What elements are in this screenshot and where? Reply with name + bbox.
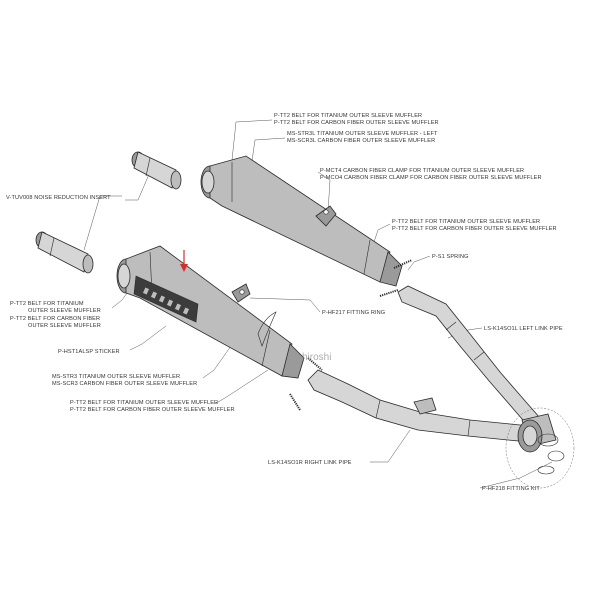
label-tt2-left-1: P-TT2 BELT FOR TITANIUM — [10, 301, 84, 307]
label-ms-scr3l: MS-SCR3L CARBON FIBER OUTER SLEEVE MUFFL… — [287, 138, 435, 144]
label-left-link: LS-K14SO1L LEFT LINK PIPE — [484, 326, 563, 332]
spring-upper — [379, 259, 413, 297]
part-labels: P-TT2 BELT FOR TITANIUM OUTER SLEEVE MUF… — [6, 113, 563, 492]
label-tt2-left-2b: OUTER SLEEVE MUFFLER — [28, 323, 101, 329]
watermark: hiroshi — [302, 352, 331, 363]
label-mco4: P-MCO4 CARBON FIBER CLAMP FOR CARBON FIB… — [320, 175, 542, 181]
label-tt2-bot-2: P-TT2 BELT FOR CARBON FIBER OUTER SLEEVE… — [70, 407, 235, 413]
label-tt2-top-1: P-TT2 BELT FOR TITANIUM OUTER SLEEVE MUF… — [274, 113, 422, 119]
label-mct4: P-MCT4 CARBON FIBER CLAMP FOR TITANIUM O… — [320, 168, 524, 174]
label-hf217: P-HF217 FITTING RING — [322, 310, 385, 316]
noise-insert-upper — [131, 151, 182, 190]
label-right-link: LS-K14SO1R RIGHT LINK PIPE — [268, 460, 352, 466]
sticker-pattern — [142, 287, 190, 315]
fitting-kit — [505, 407, 575, 489]
label-ms-str3: MS-STR3 TITANIUM OUTER SLEEVE MUFFLER — [52, 374, 180, 380]
leader-lines — [83, 119, 553, 489]
label-tt2-left-2: P-TT2 BELT FOR CARBON FIBER — [10, 316, 100, 322]
spring-lower — [289, 357, 323, 411]
muffler-right — [116, 245, 305, 379]
label-hf218: P-HF218 FITTING KIT — [482, 486, 540, 492]
label-tt2-right-2: P-TT2 BELT FOR CARBON FIBER OUTER SLEEVE… — [392, 226, 557, 232]
label-tt2-top-2: P-TT2 BELT FOR CARBON FIBER OUTER SLEEVE… — [274, 120, 439, 126]
muffler-left — [200, 155, 403, 287]
label-tt2-bot-1: P-TT2 BELT FOR TITANIUM OUTER SLEEVE MUF… — [70, 400, 218, 406]
fitting-ring — [257, 311, 277, 347]
label-tuv008: V-TUV008 NOISE REDUCTION INSERT — [6, 195, 111, 201]
label-ms-scr3: MS-SCR3 CARBON FIBER OUTER SLEEVE MUFFLE… — [52, 381, 197, 387]
label-sticker: P-HST1ALSP STICKER — [58, 349, 120, 355]
label-spring: P-S1 SPRING — [432, 254, 469, 260]
red-arrow-icon — [180, 250, 188, 272]
right-link-pipe — [307, 369, 531, 443]
label-tt2-right-1: P-TT2 BELT FOR TITANIUM OUTER SLEEVE MUF… — [392, 219, 540, 225]
label-tt2-left-1b: OUTER SLEEVE MUFFLER — [28, 308, 101, 314]
noise-insert-lower — [35, 231, 94, 274]
label-ms-str3l: MS-STR3L TITANIUM OUTER SLEEVE MUFFLER -… — [287, 131, 438, 137]
sticker-plate — [133, 275, 199, 323]
